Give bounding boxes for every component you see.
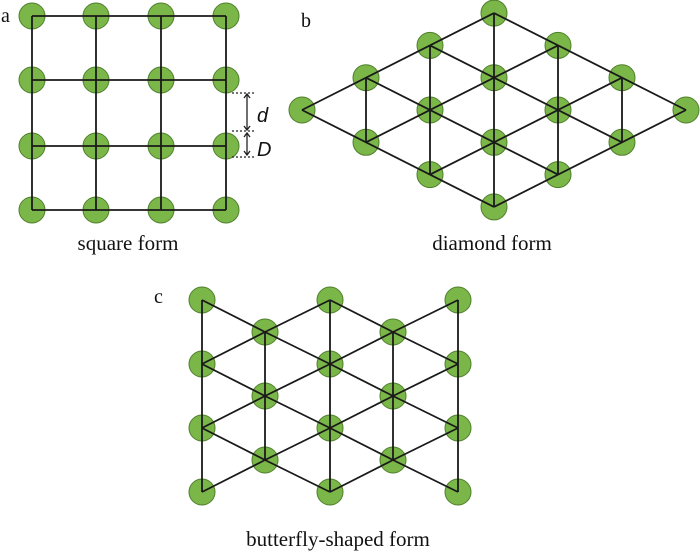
lattice-line — [264, 363, 331, 397]
lattice-line — [365, 76, 559, 176]
lattice-line — [392, 459, 459, 493]
caption-square-form: square form — [78, 231, 179, 255]
lattice-line — [329, 459, 394, 493]
lattice-line — [301, 109, 495, 208]
spacing-label-d: d — [257, 105, 269, 127]
panel-label-a: a — [1, 5, 10, 27]
lattice-line — [429, 76, 623, 176]
diamond-form-panel — [288, 0, 700, 221]
panel-label-c: c — [154, 286, 163, 308]
lattice-line — [329, 395, 394, 429]
lattice-line — [201, 331, 266, 365]
lattice-line — [201, 395, 266, 429]
lattice-line — [264, 331, 331, 365]
lattice-line — [329, 331, 394, 365]
lattice-line — [329, 363, 394, 397]
lattice-line — [392, 395, 459, 429]
lattice-line — [329, 427, 394, 461]
square-form-panel — [18, 2, 240, 224]
lattice-line — [493, 12, 687, 111]
lattice-line — [264, 459, 331, 493]
lattice-line — [201, 427, 266, 461]
lattice-line — [392, 299, 459, 333]
lattice-line — [365, 44, 559, 144]
panel-label-b: b — [301, 10, 311, 32]
lattice-line — [392, 427, 459, 461]
diameter-label-D: D — [257, 139, 271, 161]
lattice-line — [329, 299, 394, 333]
caption-diamond-form: diamond form — [432, 231, 552, 255]
lattice-line — [264, 427, 331, 461]
caption-butterfly-form: butterfly-shaped form — [246, 527, 430, 551]
lattice-line — [392, 331, 459, 365]
lattice-line — [201, 363, 266, 397]
lattice-line — [392, 363, 459, 397]
lattice-line — [201, 299, 266, 333]
lattice-line — [301, 12, 495, 111]
lattice-line — [264, 395, 331, 429]
lattice-line — [429, 44, 623, 144]
dimension-marks — [232, 92, 256, 158]
lattice-line — [493, 109, 687, 208]
lattice-line — [264, 299, 331, 333]
lattice-line — [201, 459, 266, 493]
butterfly-form-panel — [188, 286, 472, 506]
